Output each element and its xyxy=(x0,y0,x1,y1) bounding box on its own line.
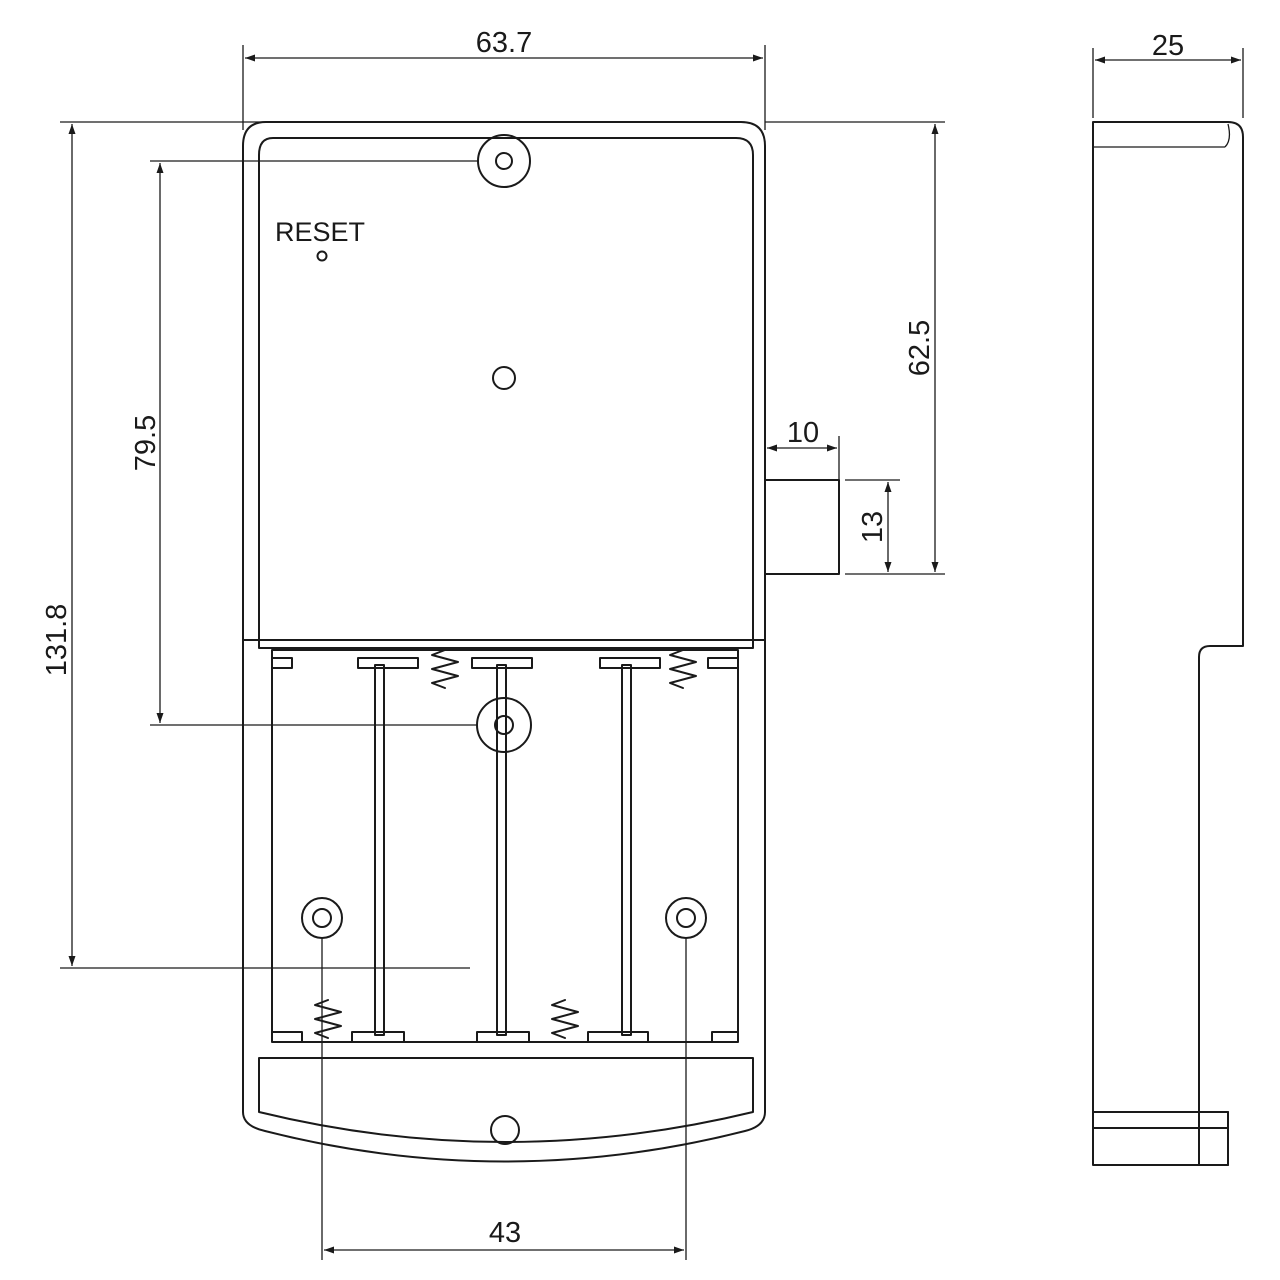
divider-1 xyxy=(374,664,385,1036)
side-outline xyxy=(1092,121,1244,1166)
dim-overall-width: 63.7 xyxy=(476,27,532,59)
divider-3 xyxy=(621,664,632,1036)
bottom-curve xyxy=(258,1111,754,1143)
dim-overall-height: 131.8 xyxy=(41,604,73,677)
bottom-lip xyxy=(258,1057,754,1143)
contact-plate-bottom-2 xyxy=(351,1031,405,1043)
spring-icon xyxy=(551,999,579,1039)
side-inner-edge xyxy=(1224,123,1231,148)
side-view xyxy=(1092,121,1244,1166)
spring-icon xyxy=(431,649,459,689)
dimension-lines xyxy=(60,45,1244,1260)
contact-plate-bottom-1 xyxy=(271,1031,303,1043)
bottom-right-hole xyxy=(665,897,707,939)
contact-plate-bottom-3 xyxy=(476,1031,530,1043)
center-hole xyxy=(492,366,516,390)
dimension-labels: 63.7 131.8 79.5 62.5 10 13 43 25 xyxy=(41,27,1184,1249)
contact-plate-top-4 xyxy=(599,657,661,669)
contact-plate-top-5 xyxy=(707,657,739,669)
cover-panel xyxy=(258,137,754,649)
battery-compartment xyxy=(271,649,739,1043)
bottom-left-hole xyxy=(301,897,343,939)
divider-2 xyxy=(496,664,507,1036)
dim-latch-height: 13 xyxy=(857,511,889,543)
contact-plate-top-1 xyxy=(271,657,293,669)
reset-pinhole xyxy=(316,250,328,262)
housing-outline xyxy=(242,121,766,1163)
reset-label: RESET xyxy=(275,217,365,247)
middle-mounting-hole xyxy=(476,697,532,753)
front-view: RESET xyxy=(242,121,840,1163)
contact-plate-top-2 xyxy=(357,657,419,669)
top-mounting-hole xyxy=(477,134,531,188)
spring-icon xyxy=(669,649,697,689)
dim-side-depth: 25 xyxy=(1152,30,1184,62)
spring-icon xyxy=(314,999,342,1039)
contact-plate-bottom-5 xyxy=(711,1031,739,1043)
contact-plate-bottom-4 xyxy=(587,1031,649,1043)
contact-plate-top-3 xyxy=(471,657,533,669)
dim-bottom-hole-spacing: 43 xyxy=(489,1217,521,1249)
latch-bolt xyxy=(764,479,840,575)
dim-latch-protrusion: 10 xyxy=(787,417,819,449)
dim-hole-spacing-vertical: 79.5 xyxy=(130,415,162,471)
base-hole xyxy=(490,1115,520,1145)
dim-latch-position: 62.5 xyxy=(904,320,936,376)
